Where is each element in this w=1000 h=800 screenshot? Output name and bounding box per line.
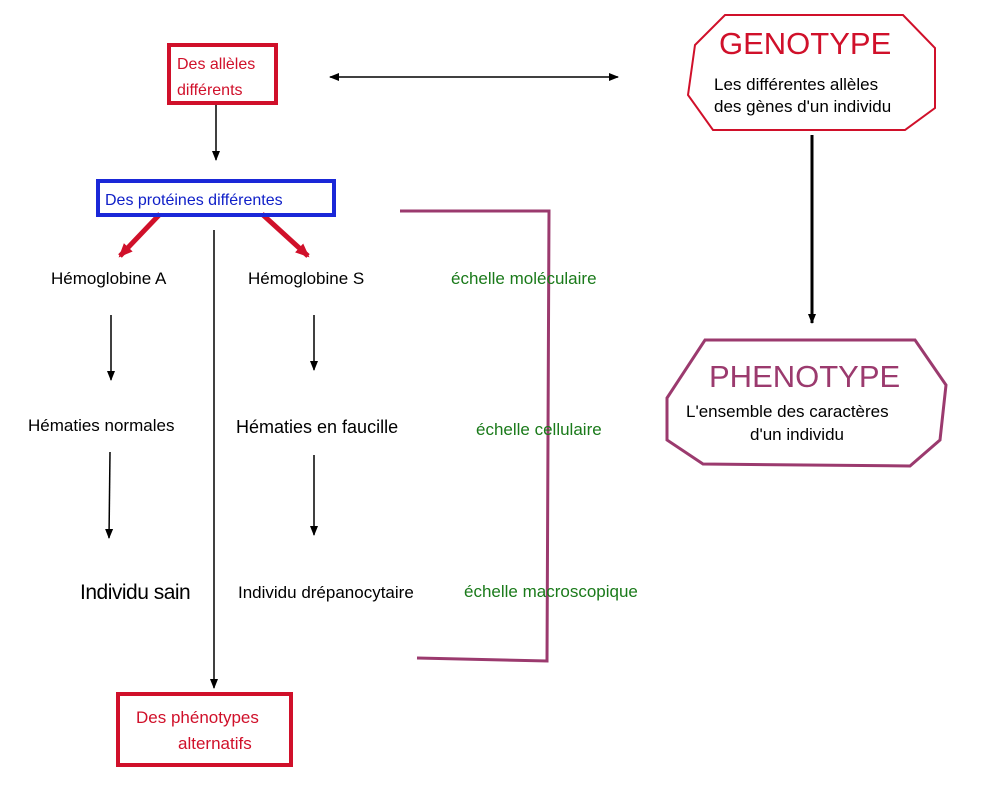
phenotype-line2: d'un individu: [750, 425, 844, 444]
alleles-box: [167, 43, 278, 105]
alleles-label-line1: Des allèles: [177, 56, 256, 73]
phenotypes-alternatifs-line1: Des phénotypes: [136, 708, 259, 727]
individu-drepanocytaire-label: Individu drépanocytaire: [238, 583, 414, 602]
proteins-box: [96, 179, 336, 217]
hemoglobin-a-label: Hémoglobine A: [51, 269, 167, 288]
hematies-normales-label: Hématies normales: [28, 416, 175, 435]
alleles-label-line2: différents: [177, 82, 243, 99]
scale-cellular-label: échelle cellulaire: [476, 420, 602, 439]
genotype-line2: des gènes d'un individu: [714, 97, 892, 116]
genotype-title: GENOTYPE: [719, 26, 892, 61]
phenotype-title: PHENOTYPE: [709, 359, 901, 394]
scale-macroscopic-label: échelle macroscopique: [464, 582, 638, 601]
scale-molecular-label: échelle moléculaire: [451, 269, 597, 288]
proteins-label: Des protéines différentes: [105, 192, 283, 209]
genotype-line1: Les différentes allèles: [714, 75, 879, 94]
red-arrow-to-hemoglobin-s: [260, 212, 310, 258]
hemoglobin-s-label: Hémoglobine S: [248, 269, 365, 288]
arrow-normal-cells-to-healthy: [105, 451, 114, 539]
phenotypes-alternatifs-line2: alternatifs: [178, 734, 252, 753]
phenotype-line1: L'ensemble des caractères: [686, 402, 889, 421]
phenotype-octagon: [665, 338, 948, 468]
phenotypes-alternatifs-box: [116, 692, 293, 767]
genotype-octagon: [686, 14, 936, 131]
phenotype-bracket: [400, 209, 551, 663]
red-arrow-to-hemoglobin-a: [118, 212, 162, 258]
individu-sain-label: Individu sain: [80, 581, 191, 604]
hematies-faucille-label: Hématies en faucille: [236, 417, 399, 437]
